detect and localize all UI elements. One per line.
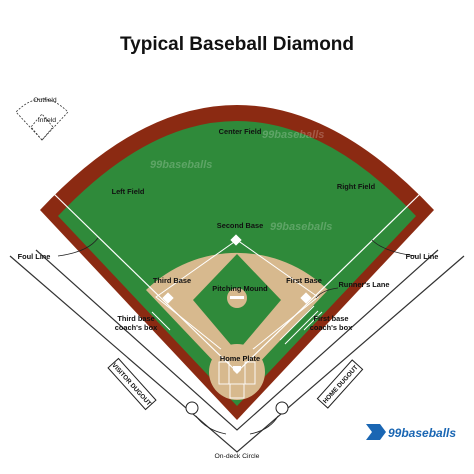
watermark: 99baseballs	[150, 159, 212, 171]
third-base-coach-box	[151, 311, 171, 331]
runners-lane-line	[284, 310, 319, 345]
first-base-coach-box	[303, 311, 323, 331]
visitor-dugout: VISITOR DUGOUT	[107, 357, 157, 411]
on-deck-circle-label: On-deck Circle	[215, 453, 260, 460]
foul-line-right	[236, 191, 423, 373]
runners-lane-label: Runner's Lane	[338, 280, 389, 289]
callout-arrows	[57, 237, 417, 435]
watermark: 99baseballs	[262, 129, 324, 141]
foul-line-left	[51, 191, 238, 373]
center-field-label: Center Field	[219, 127, 262, 136]
second-base-label: Second Base	[217, 221, 263, 230]
first-base-coach-label: First base	[314, 314, 349, 323]
runners-lane-line	[279, 305, 315, 341]
home-dugout-label: HOME DUGOUT	[322, 364, 360, 405]
pitching-mound-label: Pitching Mound	[212, 284, 268, 293]
home-dugout: HOME DUGOUT	[316, 359, 364, 409]
brand-logo-icon	[366, 424, 386, 440]
legend-outfield-label: Outfield	[33, 97, 57, 104]
left-field-label: Left Field	[112, 187, 145, 196]
right-field-label: Right Field	[337, 182, 376, 191]
legend-infield-shape	[30, 113, 54, 141]
third-base-coach-label: coach's box	[115, 323, 158, 332]
page-title: Typical Baseball Diamond	[119, 34, 355, 55]
home-plate	[233, 366, 241, 374]
watermark: 99baseballs	[270, 221, 332, 233]
foul-line-left-label: Foul Line	[18, 252, 51, 261]
batters-box-right	[244, 361, 256, 385]
brand-logo-text: 99baseballs	[388, 426, 456, 440]
first-base-coach-label: coach's box	[310, 323, 353, 332]
batters-box-left	[218, 361, 230, 385]
third-base	[162, 292, 174, 304]
first-base	[300, 292, 312, 304]
visitor-dugout-label: VISITOR DUGOUT	[110, 362, 152, 408]
brand-logo: 99baseballs	[366, 424, 456, 440]
field-legend: Outfield Infield	[15, 97, 69, 141]
legend-infield-label: Infield	[38, 117, 56, 124]
home-plate-label: Home Plate	[220, 354, 260, 363]
pitchers-rubber	[230, 296, 244, 299]
foul-line-right-label: Foul Line	[406, 252, 439, 261]
backstop-fence-outer	[9, 255, 465, 453]
on-deck-circle-left	[185, 401, 199, 415]
catchers-box	[229, 383, 245, 399]
on-deck-circle-right	[275, 401, 289, 415]
legend-outfield-shape	[15, 98, 69, 141]
first-base-label: First Base	[286, 276, 322, 285]
third-base-label: Third Base	[153, 276, 191, 285]
third-base-coach-label: Third base	[117, 314, 154, 323]
backstop-fence-inner	[35, 249, 439, 431]
warning-track-label: Warning Track	[213, 90, 261, 97]
second-base	[230, 234, 242, 246]
